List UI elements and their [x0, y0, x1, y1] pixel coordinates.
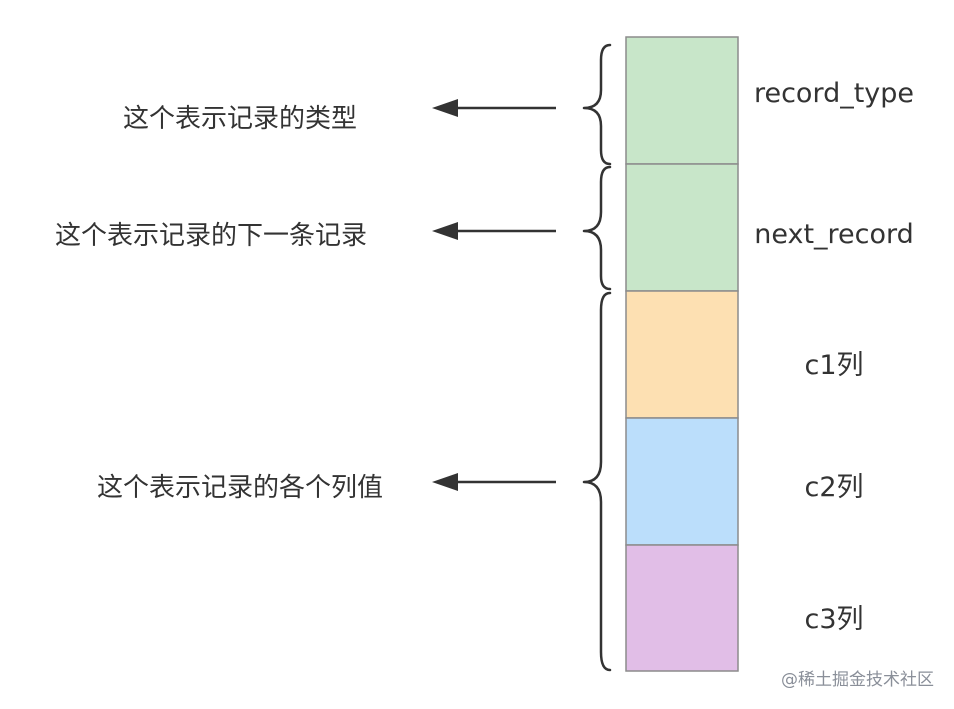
- brace-record-type: [582, 43, 612, 166]
- annotation-record-type: 这个表示记录的类型: [123, 104, 357, 134]
- record-cell-next-record: [625, 163, 739, 292]
- field-label-c2: c2列: [804, 472, 863, 503]
- arrowhead-columns: [432, 473, 458, 491]
- field-label-record-type: record_type: [754, 78, 914, 109]
- watermark: @稀土掘金技术社区: [781, 670, 934, 690]
- annotation-columns: 这个表示记录的各个列值: [97, 473, 383, 503]
- record-cell-record-type: [625, 36, 739, 165]
- arrowhead-record-type: [432, 99, 458, 117]
- field-label-next-record: next_record: [754, 219, 914, 250]
- record-cell-c1: [625, 290, 739, 419]
- braces: [582, 43, 612, 672]
- field-labels: record_type next_record c1列 c2列 c3列: [754, 78, 914, 635]
- brace-columns: [582, 291, 612, 672]
- annotation-next-record: 这个表示记录的下一条记录: [55, 221, 367, 251]
- arrows: [432, 99, 556, 491]
- field-label-c3: c3列: [804, 604, 863, 635]
- arrowhead-next-record: [432, 222, 458, 240]
- annotations: 这个表示记录的类型 这个表示记录的下一条记录 这个表示记录的各个列值: [55, 104, 383, 503]
- brace-next-record: [582, 165, 612, 291]
- record-cell-c2: [625, 417, 739, 546]
- field-label-c1: c1列: [804, 350, 863, 381]
- record-column: [625, 36, 739, 672]
- record-cell-c3: [625, 544, 739, 672]
